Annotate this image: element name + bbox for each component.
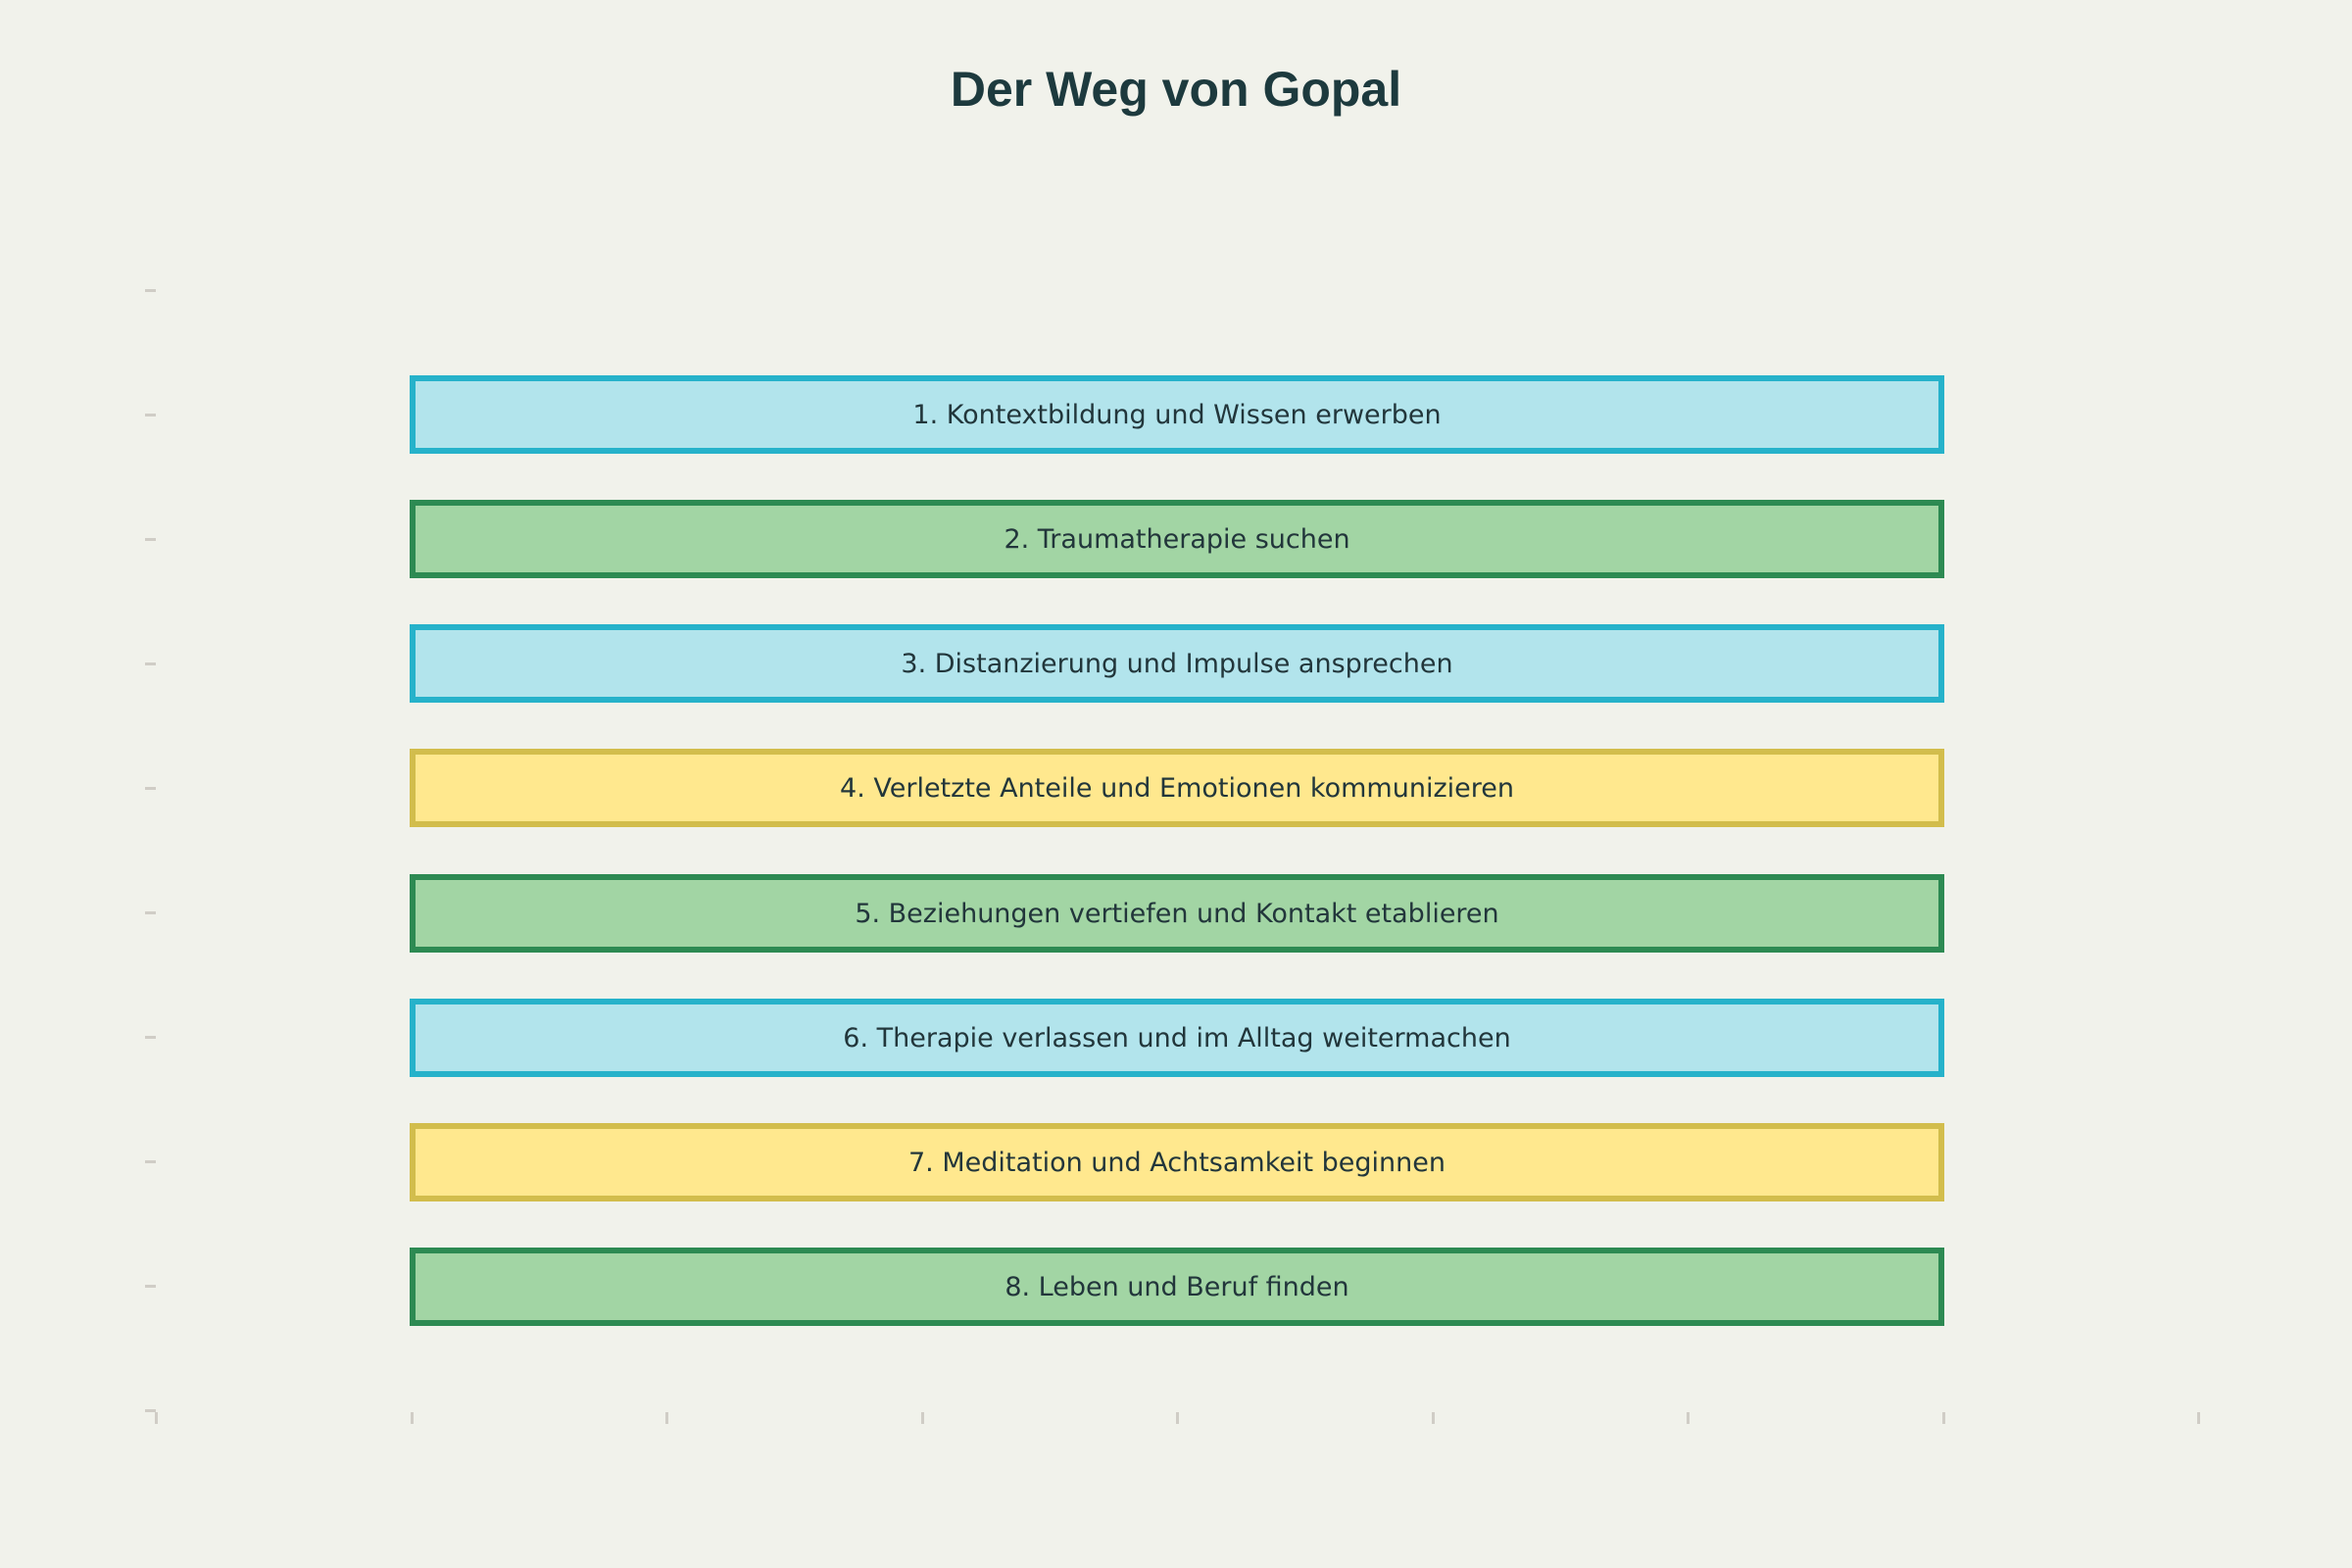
step-box-6: 6. Therapie verlassen und im Alltag weit… [410, 999, 1944, 1077]
y-tick [145, 538, 156, 541]
y-tick [145, 1160, 156, 1163]
y-tick [145, 911, 156, 914]
step-box-3: 3. Distanzierung und Impulse ansprechen [410, 624, 1944, 703]
x-tick [1432, 1412, 1435, 1424]
step-label: 8. Leben und Beruf finden [1004, 1271, 1349, 1302]
y-tick [145, 1036, 156, 1039]
step-label: 1. Kontextbildung und Wissen erwerben [912, 399, 1442, 430]
y-tick [145, 289, 156, 292]
x-tick [1942, 1412, 1945, 1424]
step-label: 4. Verletzte Anteile und Emotionen kommu… [840, 772, 1514, 804]
x-tick [2197, 1412, 2200, 1424]
step-box-2: 2. Traumatherapie suchen [410, 500, 1944, 578]
y-tick [145, 662, 156, 665]
step-label: 6. Therapie verlassen und im Alltag weit… [843, 1022, 1511, 1054]
y-tick [145, 1285, 156, 1288]
step-box-8: 8. Leben und Beruf finden [410, 1248, 1944, 1326]
step-box-7: 7. Meditation und Achtsamkeit beginnen [410, 1123, 1944, 1201]
step-box-4: 4. Verletzte Anteile und Emotionen kommu… [410, 749, 1944, 827]
x-tick [155, 1412, 158, 1424]
step-label: 3. Distanzierung und Impulse ansprechen [901, 648, 1453, 679]
y-tick [145, 787, 156, 790]
step-label: 7. Meditation und Achtsamkeit beginnen [907, 1147, 1446, 1178]
x-tick [921, 1412, 924, 1424]
y-tick [145, 414, 156, 416]
y-tick [145, 1409, 156, 1412]
diagram-title: Der Weg von Gopal [950, 62, 1402, 117]
step-label: 2. Traumatherapie suchen [1004, 523, 1350, 555]
x-tick [1687, 1412, 1690, 1424]
step-label: 5. Beziehungen vertiefen und Kontakt eta… [855, 898, 1499, 929]
x-tick [411, 1412, 414, 1424]
step-box-1: 1. Kontextbildung und Wissen erwerben [410, 375, 1944, 454]
x-tick [665, 1412, 668, 1424]
x-tick [1176, 1412, 1179, 1424]
step-box-5: 5. Beziehungen vertiefen und Kontakt eta… [410, 874, 1944, 953]
